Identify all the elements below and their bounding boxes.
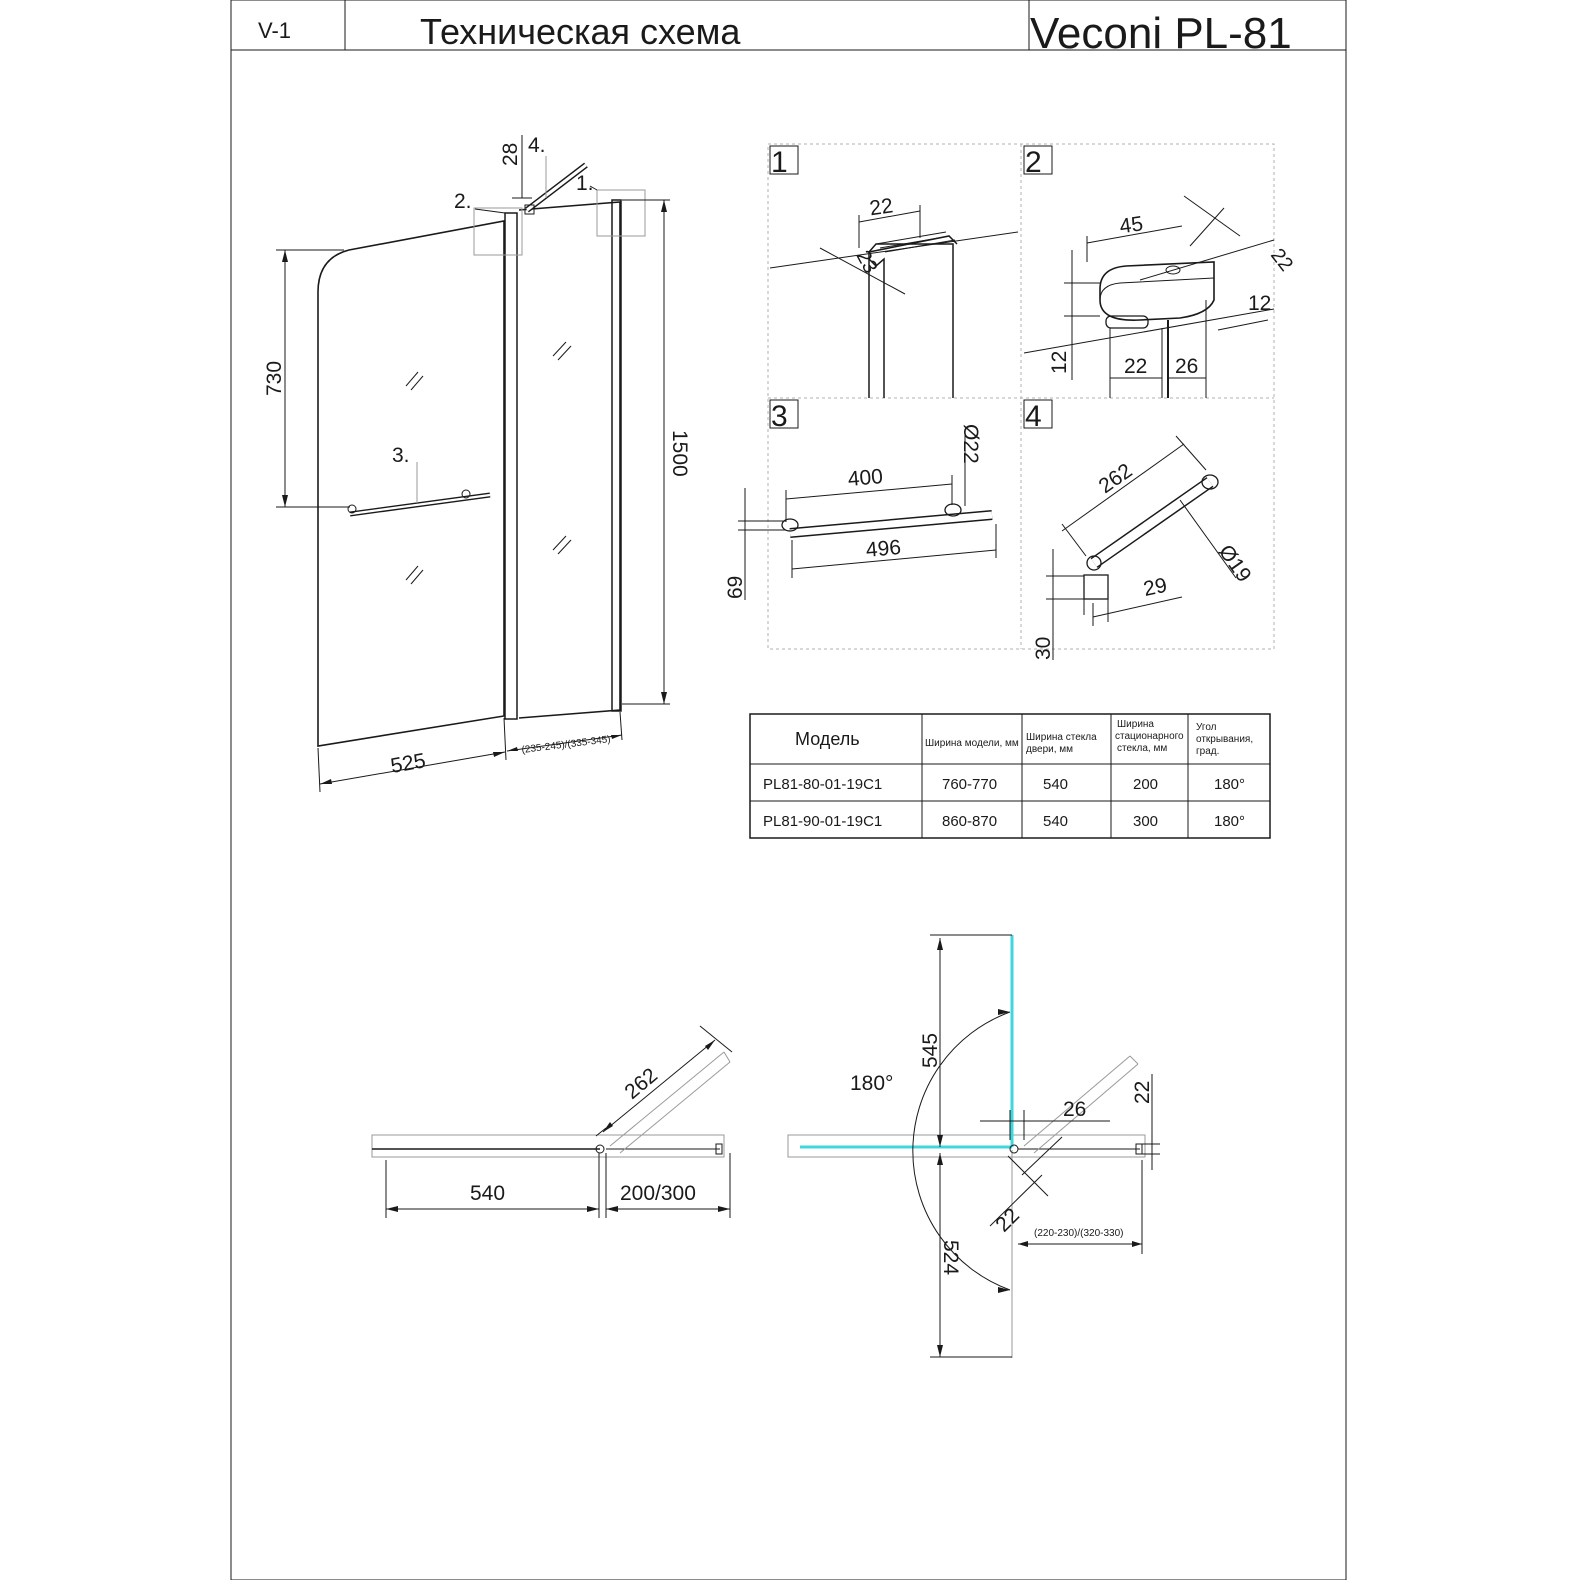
- product-name: Veconi PL-81: [1030, 9, 1292, 58]
- svg-text:22: 22: [1266, 245, 1297, 276]
- dim-730: 730: [263, 249, 350, 508]
- svg-text:(220-230)/(320-330): (220-230)/(320-330): [1034, 1228, 1124, 1239]
- table-cell: PL81-90-01-19C1: [763, 813, 882, 830]
- table-cell: 300: [1133, 813, 1158, 830]
- door-panel: [317, 220, 505, 747]
- detail-1: 1 22 23: [769, 145, 1019, 398]
- svg-text:200/300: 200/300: [620, 1182, 696, 1205]
- table-cell: 860-870: [942, 813, 997, 830]
- svg-text:Ø22: Ø22: [959, 424, 982, 464]
- svg-text:22: 22: [1131, 1081, 1154, 1104]
- svg-text:22: 22: [868, 194, 894, 220]
- svg-text:22: 22: [1124, 355, 1147, 378]
- dim-1500: 1500: [622, 199, 691, 705]
- svg-text:30: 30: [1032, 637, 1055, 660]
- glass-hatch-marks: [405, 341, 572, 585]
- detail-marker-2: [473, 207, 523, 256]
- svg-text:180°: 180°: [850, 1072, 893, 1095]
- svg-text:28: 28: [499, 143, 522, 166]
- svg-text:262: 262: [1095, 459, 1137, 498]
- svg-text:26: 26: [1175, 355, 1198, 378]
- table-cell: 760-770: [942, 776, 997, 793]
- plan-view-right: 180° 545 524 26 22 22 (220-230)/(320-330…: [787, 934, 1160, 1358]
- svg-text:525: 525: [389, 749, 428, 778]
- svg-text:69: 69: [724, 576, 747, 599]
- table-header-width: Ширина модели, мм: [925, 738, 1019, 749]
- dim-28: 28: [499, 135, 532, 199]
- svg-text:(235-245)/(335-345): (235-245)/(335-345): [521, 734, 611, 756]
- detail-3-label: 3: [771, 400, 788, 433]
- svg-text:545: 545: [919, 1033, 942, 1068]
- detail-4-label: 4: [1025, 400, 1042, 433]
- svg-text:29: 29: [1141, 574, 1169, 601]
- detail-2-label: 2: [1025, 146, 1042, 179]
- svg-text:Ø19: Ø19: [1214, 541, 1256, 587]
- svg-text:22: 22: [991, 1204, 1024, 1237]
- svg-text:45: 45: [1118, 212, 1144, 238]
- svg-text:1500: 1500: [668, 430, 691, 477]
- svg-text:540: 540: [470, 1182, 505, 1205]
- towel-bar-mount: [461, 489, 471, 499]
- plan-view-left: 262 540 200/300: [371, 1025, 733, 1218]
- table-cell: PL81-80-01-19C1: [763, 776, 882, 793]
- table-cell: 180°: [1214, 813, 1245, 830]
- svg-text:730: 730: [263, 361, 286, 396]
- table-cell: 540: [1043, 813, 1068, 830]
- sheet-frame: [230, 0, 1347, 1580]
- detail-3: 3 400 Ø22 496 69: [724, 399, 997, 600]
- svg-text:23: 23: [852, 247, 882, 277]
- sheet-title: Техническая схема: [420, 11, 741, 52]
- svg-text:26: 26: [1063, 1098, 1086, 1121]
- svg-text:12: 12: [1048, 351, 1071, 374]
- detail-grid: [767, 143, 1275, 650]
- detail-1-label: 1: [771, 146, 788, 179]
- dim-525: 525: [317, 717, 507, 793]
- detail-marker-1: [596, 189, 646, 237]
- front-view: 1. 2. 3. 4. 1500 730 28: [263, 134, 691, 793]
- svg-text:496: 496: [865, 536, 902, 562]
- callout-3: 3.: [392, 444, 410, 467]
- callout-1: 1.: [576, 172, 594, 195]
- table-header-model: Модель: [795, 729, 860, 749]
- fixed-panel: [518, 201, 621, 719]
- table-cell: 200: [1133, 776, 1158, 793]
- hinge-profile: [504, 212, 518, 720]
- towel-bar-mount: [347, 504, 357, 514]
- wall-profile: [611, 199, 622, 712]
- table-cell: 180°: [1214, 776, 1245, 793]
- version-label: V-1: [258, 18, 291, 43]
- callout-4: 4.: [528, 134, 546, 157]
- detail-4: 4 262 Ø19 29 30: [1023, 399, 1256, 660]
- svg-text:400: 400: [847, 465, 884, 491]
- detail-2: 2 45 22 12 12 22 26: [1023, 145, 1297, 398]
- dim-fixed-width: (235-245)/(335-345): [506, 711, 623, 756]
- callout-2: 2.: [454, 190, 472, 213]
- svg-text:12: 12: [1248, 292, 1271, 315]
- svg-text:524: 524: [939, 1240, 962, 1275]
- table-cell: 540: [1043, 776, 1068, 793]
- svg-text:262: 262: [620, 1064, 662, 1104]
- swing-arc: [912, 1011, 1011, 1291]
